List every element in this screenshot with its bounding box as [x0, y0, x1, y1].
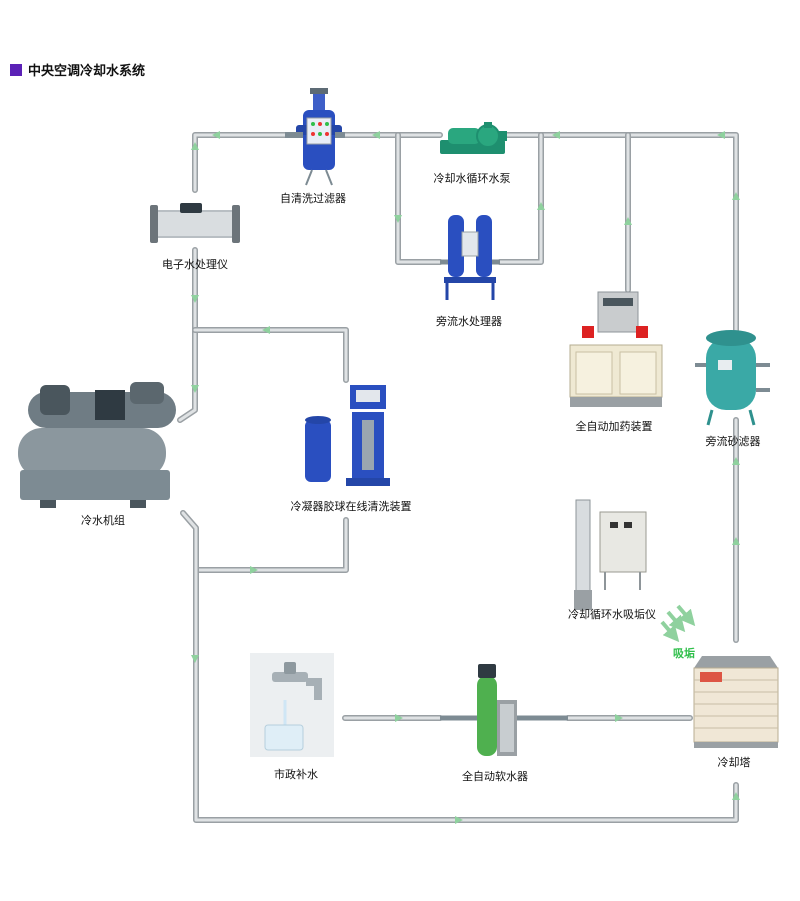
label-sand-filter: 旁流砂滤器 [705, 435, 761, 448]
label-water-softener: 全自动软水器 [462, 770, 528, 783]
ball-cleaning-icon [305, 385, 390, 486]
flow-arrow [552, 131, 560, 139]
flow-arrow [732, 537, 740, 545]
electronic-treater-icon [150, 203, 240, 243]
label-chiller: 冷水机组 [81, 514, 125, 527]
descaler-icon [574, 499, 647, 610]
flow-arrow [395, 714, 403, 722]
label-ball-cleaning: 冷凝器胶球在线清洗装置 [290, 500, 412, 513]
pipe-network [177, 132, 739, 823]
flow-arrow [732, 457, 740, 465]
pipe-ball-clean-bottom [193, 517, 349, 573]
sand-filter-icon [695, 330, 770, 426]
title-text: 中央空调冷却水系统 [28, 64, 146, 79]
flow-arrow [394, 215, 402, 223]
label-descaler: 冷却循环水吸垢仪 [568, 608, 656, 621]
flow-arrow [732, 792, 740, 800]
pipe-ball-clean-top [192, 327, 349, 383]
flow-arrow [262, 326, 270, 334]
flow-arrow [250, 566, 258, 574]
annotation-scale-absorption: 吸垢 [673, 647, 695, 660]
auto-dosing-icon [569, 291, 663, 407]
chiller-icon [18, 382, 176, 508]
circulation-pump-icon [440, 122, 507, 154]
scale-absorption-arrows-icon [660, 604, 696, 643]
pipe-left-upper [177, 247, 198, 423]
flow-arrow [191, 142, 199, 150]
flow-arrow [732, 192, 740, 200]
municipal-water-icon [250, 653, 334, 757]
flow-arrow [455, 816, 463, 824]
title-marker-icon [10, 63, 22, 76]
bypass-treater-icon [440, 215, 500, 300]
flow-arrow [537, 202, 545, 210]
flow-arrow [191, 655, 199, 663]
flow-arrow [615, 714, 623, 722]
flow-arrow [624, 217, 632, 225]
flow-arrow [212, 131, 220, 139]
label-cooling-tower: 冷却塔 [717, 756, 751, 769]
label-self-clean-filter: 自清洗过滤器 [280, 192, 346, 205]
flow-arrow [191, 385, 199, 393]
water-softener-icon [440, 664, 568, 756]
label-bypass-treater: 旁流水处理器 [436, 315, 502, 328]
flow-arrow [191, 295, 199, 303]
flow-arrows [191, 131, 740, 824]
flow-arrow [717, 131, 725, 139]
cooling-tower-icon [693, 656, 779, 748]
flow-arrow [372, 131, 380, 139]
label-auto-dosing: 全自动加药装置 [575, 420, 653, 433]
label-municipal-water: 市政补水 [274, 768, 318, 781]
page-title: 中央空调冷却水系统 [10, 60, 145, 79]
self-clean-filter-icon [285, 88, 345, 186]
label-circulation-pump: 冷却水循环水泵 [433, 172, 511, 185]
label-electronic-treater: 电子水处理仪 [162, 258, 228, 271]
